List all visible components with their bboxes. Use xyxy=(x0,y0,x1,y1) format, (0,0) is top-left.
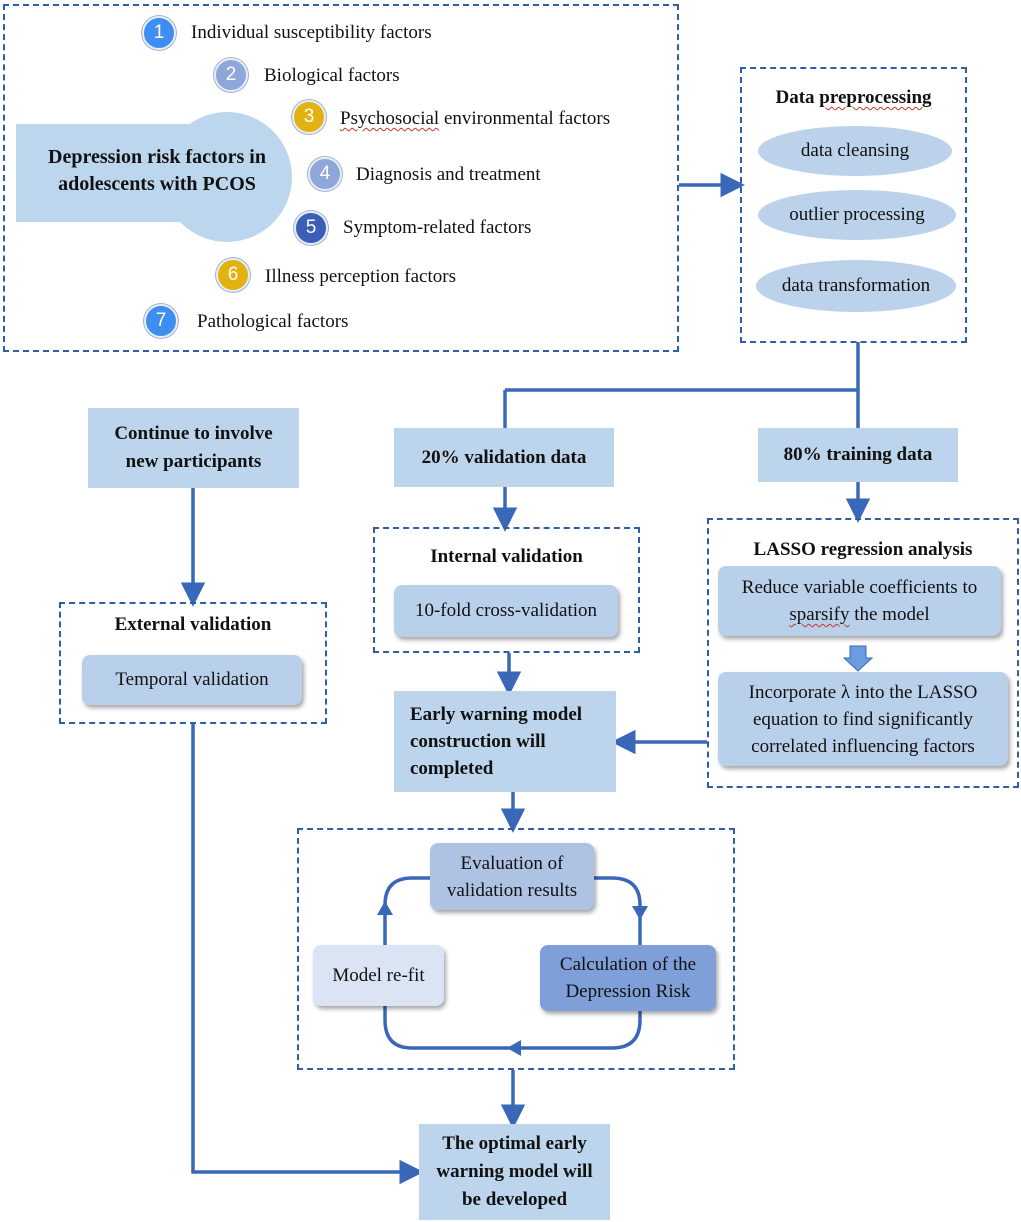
preprocessing-step-transformation: data transformation xyxy=(756,260,956,312)
preprocessing-panel xyxy=(740,67,967,343)
refit-box: Model re-fit xyxy=(313,945,444,1006)
external-validation-panel xyxy=(59,602,327,724)
factor-number-3: 3 xyxy=(292,100,326,134)
factor-number-1: 1 xyxy=(142,16,176,50)
factor-number-4: 4 xyxy=(308,157,342,191)
risk-factors-panel xyxy=(3,4,679,352)
cycle-arrowhead-down xyxy=(632,906,648,920)
preprocessing-step-cleansing: data cleansing xyxy=(758,126,952,176)
lasso-step-lambda: Incorporate λ into the LASSO equation to… xyxy=(718,672,1008,766)
factor-label-7: Pathological factors xyxy=(197,311,349,332)
cross-validation-item: 10-fold cross-validation xyxy=(394,585,618,637)
validation-data-box: 20% validation data xyxy=(394,428,614,487)
factor-label-6: Illness perception factors xyxy=(265,266,456,287)
external-validation-title: External validation xyxy=(114,614,272,635)
lasso-step-sparsify: Reduce variable coefficients to sparsify… xyxy=(718,566,1001,636)
factor-number-6: 6 xyxy=(216,258,250,292)
new-participants-box: Continue to involve new participants xyxy=(88,408,299,488)
cycle-loop xyxy=(383,876,642,1050)
factor-label-5: Symptom-related factors xyxy=(343,217,532,238)
internal-validation-title: Internal validation xyxy=(430,546,583,567)
evaluation-box: Evaluation of validation results xyxy=(430,843,594,910)
factor-number-7: 7 xyxy=(144,304,178,338)
factor-label-2: Biological factors xyxy=(264,65,400,86)
risk-factors-center-circle xyxy=(162,112,292,242)
temporal-validation-item: Temporal validation xyxy=(82,655,302,705)
internal-validation-panel xyxy=(373,527,640,653)
lasso-panel xyxy=(707,518,1019,788)
factor-label-4: Diagnosis and treatment xyxy=(356,164,541,185)
lasso-title: LASSO regression analysis xyxy=(753,539,973,560)
cycle-arrowhead-left xyxy=(507,1040,521,1056)
preprocessing-step-outlier: outlier processing xyxy=(758,190,956,240)
factor-label-3: Psychosocial environmental factors xyxy=(340,108,611,129)
arrow-external-to-final xyxy=(191,724,424,1185)
cycle-arrowhead-up xyxy=(377,901,393,915)
preprocessing-title: Data preprocessing xyxy=(775,87,932,108)
calculation-box: Calculation of the Depression Risk xyxy=(540,945,716,1011)
factor-number-2: 2 xyxy=(214,58,248,92)
validation-cycle-panel xyxy=(297,828,735,1070)
final-model-box: The optimal early warning model will be … xyxy=(419,1124,610,1220)
factor-label-1: Individual susceptibility factors xyxy=(191,22,432,43)
lasso-down-arrow xyxy=(842,645,874,672)
model-construction-box: Early warning model construction will co… xyxy=(394,691,616,792)
risk-factors-center-label: Depression risk factors in adolescents w… xyxy=(48,146,266,195)
factor-number-5: 5 xyxy=(294,211,328,245)
training-data-box: 80% training data xyxy=(758,428,958,482)
